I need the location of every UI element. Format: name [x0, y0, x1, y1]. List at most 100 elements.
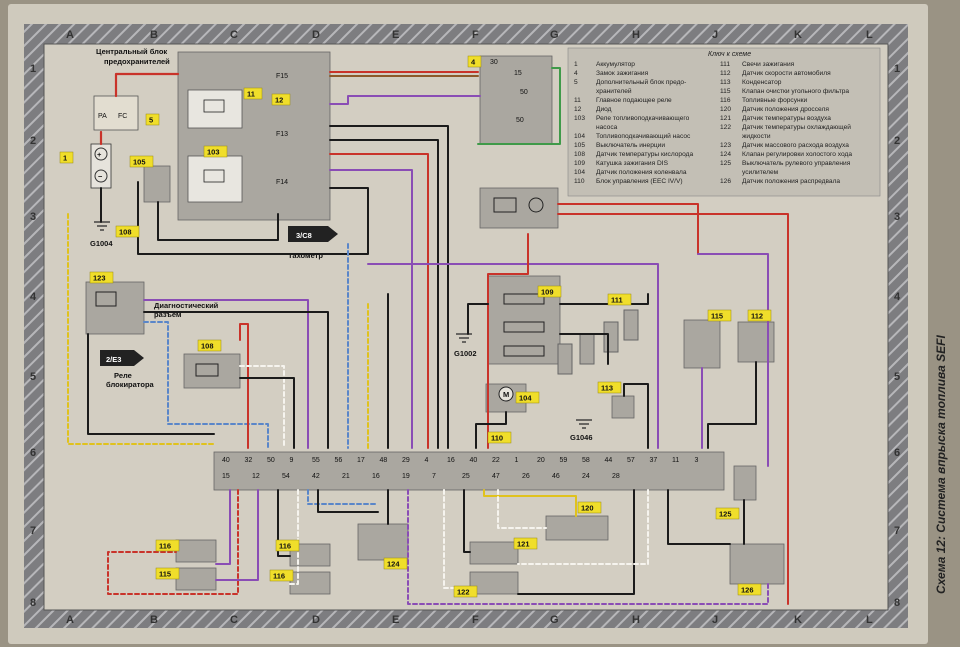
ecu-pin-top: 59	[560, 457, 568, 464]
svg-text:50: 50	[516, 117, 524, 124]
component-tag	[707, 309, 732, 322]
ecu-pin-bottom: 21	[342, 473, 350, 480]
ecu-pin-top: 16	[447, 457, 455, 464]
throttle-sensor	[545, 515, 609, 541]
grid-row-left: 2	[30, 135, 36, 147]
ecu-pin-top: 29	[402, 457, 410, 464]
wire	[107, 489, 239, 595]
grid-col-bottom: J	[712, 614, 718, 626]
wire	[137, 181, 369, 255]
component-tag-label: 111	[611, 296, 623, 305]
component-tag-label: 4	[471, 58, 476, 67]
immobilizer-label-1: Реле	[114, 371, 132, 380]
ecu-pin-top: 55	[312, 457, 320, 464]
coolant-temp-sensor	[469, 571, 519, 595]
grid-col-bottom: A	[66, 614, 74, 626]
legend-item-num: 103	[574, 115, 585, 122]
diag-connector-label-2: разъем	[154, 310, 182, 319]
component-tag-label: 108	[119, 228, 132, 237]
legend-item-num: 104	[574, 133, 585, 140]
grid-col-top: L	[866, 29, 873, 41]
ref-2e3: 2/E3	[106, 355, 121, 364]
component-tag-label: 125	[719, 510, 732, 519]
maf-sensor	[85, 281, 145, 335]
legend-item-text: усилителем	[742, 169, 779, 176]
legend-item-text: Клапан регулировки холостого хода	[742, 151, 852, 158]
wire	[307, 489, 379, 505]
wire	[239, 365, 285, 449]
component-tag	[513, 537, 538, 550]
legend-item-num: 121	[720, 115, 731, 122]
ecu-pin-top: 37	[650, 457, 658, 464]
component-tag-label: 110	[491, 434, 503, 443]
ecu-pin-bottom: 46	[552, 473, 560, 480]
wire	[487, 233, 529, 449]
fuse-f13-label: F13	[276, 131, 288, 138]
ecu-pin-bottom: 16	[372, 473, 380, 480]
component-tag-label: 121	[517, 540, 530, 549]
legend-item-text: Топливоподкачивающий насос	[596, 132, 691, 140]
air-temp-sensor	[469, 541, 519, 565]
ecu-pin-top: 40	[222, 457, 230, 464]
component-tag	[747, 309, 772, 322]
wire	[667, 489, 731, 545]
ecu-pin-top: 48	[380, 457, 388, 464]
ecu-pin-bottom: 12	[252, 473, 260, 480]
component-tag-label: 120	[581, 504, 594, 513]
grid-col-bottom: K	[794, 614, 802, 626]
ground-g1046-symbol	[576, 419, 592, 429]
component-tag	[115, 225, 140, 238]
wire	[87, 333, 215, 435]
fuse-box-title-2: предохранителей	[104, 57, 170, 66]
wire	[289, 489, 299, 585]
grid-col-bottom: D	[312, 614, 320, 626]
grid-col-top: K	[794, 29, 802, 41]
legend-item-num: 122	[720, 124, 731, 131]
legend-item-text: Аккумулятор	[596, 61, 635, 68]
component-tag	[129, 155, 154, 168]
component-tag	[737, 583, 762, 596]
ground-g1004-label: G1004	[90, 239, 113, 248]
component-tag-label: 104	[519, 394, 532, 403]
purge-valve-115-left	[175, 567, 217, 591]
ecu-pin-bottom: 7	[432, 473, 436, 480]
wire	[557, 213, 789, 605]
svg-text:PA: PA	[98, 113, 107, 120]
wire	[559, 333, 609, 365]
legend-item-text: Датчик положения распредвала	[742, 178, 840, 185]
aux-fuse-box-5: PA FC	[93, 95, 139, 131]
grid-col-top: B	[150, 29, 158, 41]
wire	[463, 489, 471, 553]
component-tag	[203, 145, 228, 158]
grid-col-bottom: H	[632, 614, 640, 626]
grid-col-bottom: E	[392, 614, 399, 626]
wire	[239, 323, 249, 449]
component-tag-label: 12	[275, 96, 283, 105]
grid-row-left: 7	[30, 525, 36, 537]
wire	[114, 72, 180, 98]
component-tag	[715, 507, 740, 520]
legend-item-num: 126	[720, 178, 731, 185]
ecu-pin-top: 57	[627, 457, 635, 464]
svg-text:+: +	[97, 150, 102, 159]
fuse-box-title-1: Центральный блок	[96, 47, 167, 56]
ecu-pin-bottom: 42	[312, 473, 320, 480]
component-tag	[89, 271, 114, 284]
legend-item-num: 124	[720, 151, 731, 158]
wire	[697, 253, 769, 467]
legend-item-text: Свечи зажигания	[742, 61, 795, 68]
grid-col-bottom: F	[472, 614, 479, 626]
component-tag	[269, 569, 294, 582]
legend-item-num: 125	[720, 160, 731, 167]
legend-item-text: Диод	[596, 106, 612, 113]
component-tag-label: 123	[93, 274, 106, 283]
ref-3c8: 3/C8	[296, 231, 312, 240]
wire	[329, 95, 481, 105]
grid-row-right: 7	[894, 525, 900, 537]
ecu-pin-top: 40	[470, 457, 478, 464]
legend-item-text: Блок управления (EEC IV/V)	[596, 178, 683, 185]
svg-text:30: 30	[490, 59, 498, 66]
